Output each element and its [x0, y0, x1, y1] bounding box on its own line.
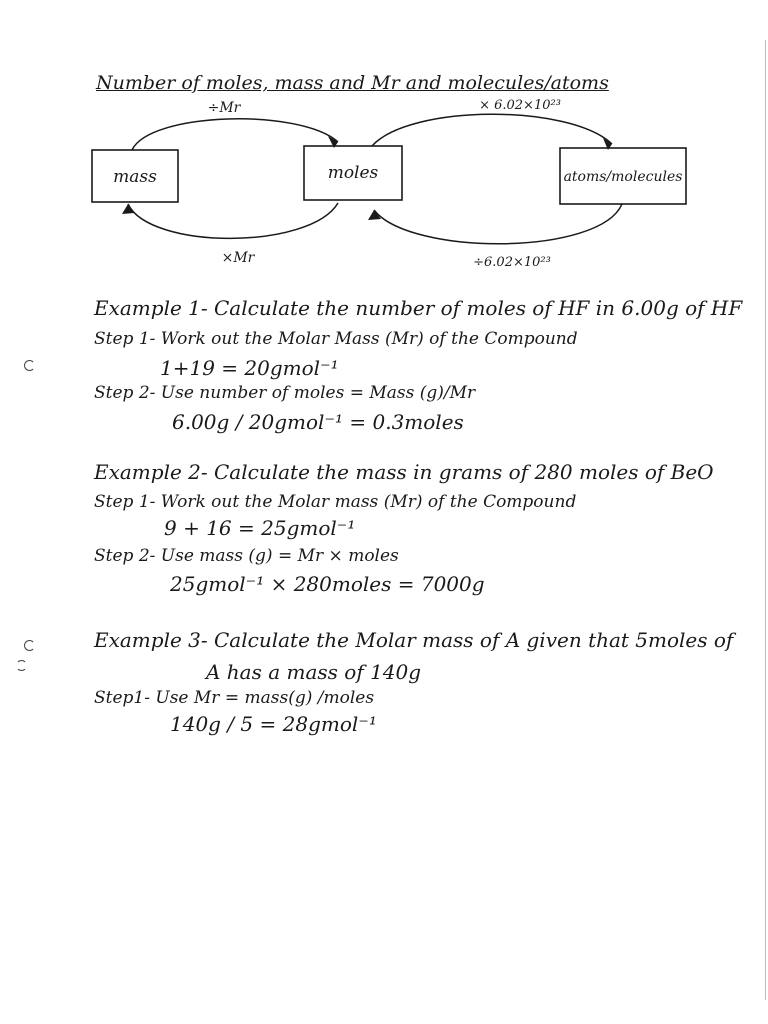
moles-to-atoms-arrowhead — [603, 138, 612, 150]
moles-to-mass-arrowhead — [122, 204, 134, 214]
scan-edge-line — [765, 40, 766, 1000]
mass-to-moles-arrowhead — [328, 136, 338, 148]
moles-box — [303, 145, 403, 201]
example-2-calc-1: 9 + 16 = 25gmol⁻¹ — [164, 516, 356, 540]
example-3-heading-cont: A has a mass of 140g — [206, 660, 422, 684]
moles-to-atoms-label: × 6.02×10²³ — [479, 98, 561, 113]
moles-box-label: moles — [328, 163, 379, 183]
moles-to-mass-label: ×Mr — [222, 250, 256, 266]
atoms-box-label: atoms/molecules — [564, 169, 683, 185]
example-1-step-2: Step 2- Use number of moles = Mass (g)/M… — [94, 383, 476, 403]
mass-box-label: mass — [113, 167, 157, 187]
example-1-calc-1: 1+19 = 20gmol⁻¹ — [160, 356, 339, 380]
example-2-heading: Example 2- Calculate the mass in grams o… — [94, 460, 714, 484]
atoms-to-moles-arrowhead — [368, 210, 381, 220]
example-3-heading: Example 3- Calculate the Molar mass of A… — [94, 628, 734, 652]
example-1-step-1: Step 1- Work out the Molar Mass (Mr) of … — [94, 329, 578, 349]
atoms-to-moles-arrow — [373, 203, 623, 245]
punch-hole-mark — [24, 360, 35, 371]
atoms-to-moles-label: ÷6.02×10²³ — [473, 255, 551, 270]
punch-hole-mark — [24, 640, 35, 651]
mass-box — [91, 149, 179, 203]
page-title: Number of moles, mass and Mr and molecul… — [96, 72, 609, 94]
example-2-calc-2: 25gmol⁻¹ × 280moles = 7000g — [170, 572, 485, 596]
moles-to-mass-arrow — [127, 202, 339, 240]
example-3-step-1: Step1- Use Mr = mass(g) /moles — [94, 688, 375, 708]
example-3-calc-1: 140g / 5 = 28gmol⁻¹ — [170, 712, 377, 736]
mass-to-moles-label: ÷Mr — [208, 100, 242, 116]
example-2-step-2: Step 2- Use mass (g) = Mr × moles — [94, 546, 399, 566]
example-2-step-1: Step 1- Work out the Molar mass (Mr) of … — [94, 492, 577, 512]
mass-to-moles-arrow — [131, 118, 339, 151]
example-1-calc-2: 6.00g / 20gmol⁻¹ = 0.3moles — [172, 410, 464, 434]
example-1-heading: Example 1- Calculate the number of moles… — [94, 296, 743, 320]
punch-hole-mark — [16, 660, 27, 671]
moles-to-atoms-arrow — [371, 113, 613, 147]
conversion-diagram: mass moles atoms/molecules ÷Mr × 6.02×10… — [91, 98, 687, 270]
atoms-molecules-box — [559, 147, 687, 205]
